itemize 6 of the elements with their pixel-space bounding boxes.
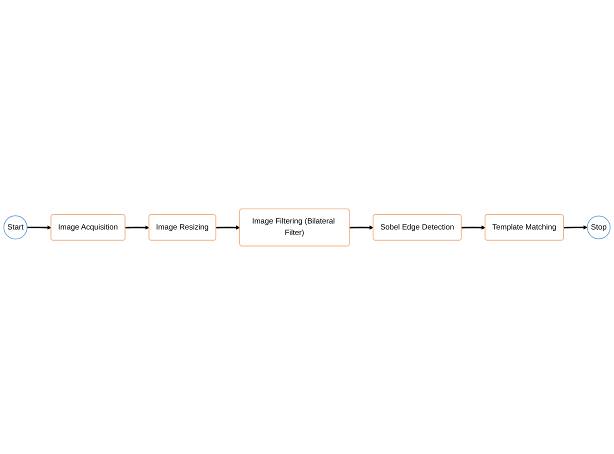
arrow: [125, 225, 150, 230]
arrow: [462, 225, 486, 230]
arrow: [350, 225, 374, 230]
arrow: [216, 225, 240, 230]
arrow: [27, 225, 52, 230]
arrow: [564, 224, 588, 230]
